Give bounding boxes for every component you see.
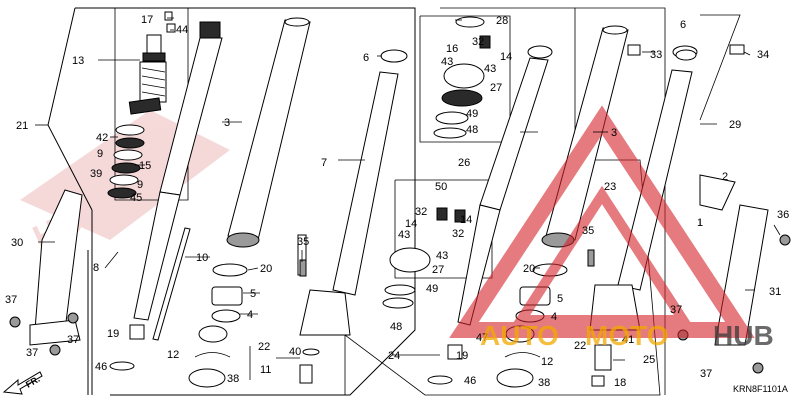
callout-41: 41 — [622, 334, 634, 346]
callout-9a: 9 — [97, 148, 103, 160]
callout-43d: 43 — [436, 250, 448, 262]
callout-12a: 12 — [167, 349, 179, 361]
left-outer-tube — [226, 17, 311, 248]
callout-23: 23 — [604, 181, 616, 193]
callout-44: 44 — [176, 24, 188, 36]
callout-3b: 3 — [611, 127, 617, 139]
callout-16: 16 — [446, 43, 458, 55]
callout-39: 39 — [90, 168, 102, 180]
callout-45: 45 — [130, 192, 142, 204]
callout-10: 10 — [196, 252, 208, 264]
callout-40: 40 — [289, 346, 301, 358]
callout-4a: 4 — [247, 309, 253, 321]
callout-33: 33 — [650, 49, 662, 61]
watermark-moto: MOTO — [585, 320, 668, 351]
callout-9b: 9 — [137, 179, 143, 191]
callout-31: 31 — [769, 286, 781, 298]
callout-21: 21 — [16, 120, 28, 132]
callout-42: 42 — [96, 132, 108, 144]
right-top-valve-parts — [433, 16, 491, 139]
callout-29: 29 — [729, 119, 741, 131]
callout-6b: 6 — [680, 19, 686, 31]
callout-2: 2 — [722, 171, 728, 183]
callout-5a: 5 — [250, 288, 256, 300]
watermark-text: AUTO MOTO HUB — [480, 320, 774, 351]
front-direction-arrow: FR. — [2, 371, 43, 395]
callout-35b: 35 — [582, 225, 594, 237]
callout-36: 36 — [777, 209, 789, 221]
callout-37e: 37 — [670, 304, 682, 316]
callout-11: 11 — [260, 364, 271, 376]
callout-37b: 37 — [67, 334, 79, 346]
callout-46b: 46 — [464, 375, 476, 387]
callout-37d: 37 — [700, 368, 712, 380]
callout-18: 18 — [614, 377, 626, 389]
callout-38a: 38 — [227, 373, 239, 385]
bolts — [9, 44, 791, 374]
callout-7: 7 — [321, 157, 327, 169]
callout-35a: 35 — [297, 236, 309, 248]
callout-15: 15 — [139, 160, 151, 172]
damper-cartridge-parts — [107, 11, 176, 199]
callout-5b: 5 — [557, 293, 563, 305]
callout-3a: 3 — [224, 117, 230, 129]
callout-47: 47 — [476, 332, 488, 344]
leader-lines — [35, 17, 781, 380]
callout-4b: 4 — [551, 311, 557, 323]
callout-50: 50 — [435, 181, 447, 193]
right-inner-cartridge — [457, 45, 553, 326]
callout-30: 30 — [11, 237, 23, 249]
callout-8: 8 — [93, 262, 99, 274]
callout-46a: 46 — [95, 361, 107, 373]
callout-17: 17 — [141, 14, 153, 26]
callout-22b: 22 — [574, 340, 586, 352]
callout-48a: 48 — [466, 124, 478, 136]
watermark-hub: HUB — [713, 320, 774, 351]
left-seal-stack — [109, 263, 320, 388]
callout-32b: 32 — [415, 206, 427, 218]
watermark-auto: AUTO — [480, 320, 559, 351]
watermark-triangles — [449, 105, 755, 338]
callout-28: 28 — [496, 15, 508, 27]
callout-14a: 14 — [500, 51, 512, 63]
callout-48b: 48 — [390, 321, 402, 333]
callout-38b: 38 — [538, 377, 550, 389]
left-fork-guard — [29, 189, 83, 346]
left-inner-tube-cartridge — [133, 21, 223, 321]
callout-19a: 19 — [107, 328, 119, 340]
callout-25: 25 — [643, 354, 655, 366]
callout-37c: 37 — [26, 347, 38, 359]
callout-19b: 19 — [456, 350, 468, 362]
callout-6a: 6 — [363, 52, 369, 64]
callout-1: 1 — [697, 217, 703, 229]
callout-27a: 27 — [490, 82, 502, 94]
left-rod — [152, 227, 191, 341]
callout-14c: 14 — [460, 214, 472, 226]
callout-37a: 37 — [5, 294, 17, 306]
callout-20a: 20 — [260, 263, 272, 275]
callout-43c: 43 — [398, 229, 410, 241]
callout-26: 26 — [458, 157, 470, 169]
diagram-reference-code: KRN8F1101A — [733, 384, 788, 394]
callout-43a: 43 — [441, 56, 453, 68]
callout-22a: 22 — [258, 341, 270, 353]
callout-13: 13 — [72, 55, 84, 67]
callout-12b: 12 — [541, 356, 553, 368]
callout-32c: 32 — [452, 228, 464, 240]
callout-32a: 32 — [472, 36, 484, 48]
callout-labels: 17 44 13 21 42 9 15 39 9 45 3 30 8 10 20… — [5, 14, 789, 389]
callout-49b: 49 — [426, 283, 438, 295]
callout-14b: 14 — [405, 218, 417, 230]
right-mid-valve-parts — [382, 207, 466, 309]
callout-43b: 43 — [484, 63, 496, 75]
callout-49a: 49 — [466, 108, 478, 120]
callout-27b: 27 — [432, 264, 444, 276]
callout-20b: 20 — [523, 263, 535, 275]
callout-24: 24 — [388, 350, 400, 362]
callout-34: 34 — [757, 49, 769, 61]
